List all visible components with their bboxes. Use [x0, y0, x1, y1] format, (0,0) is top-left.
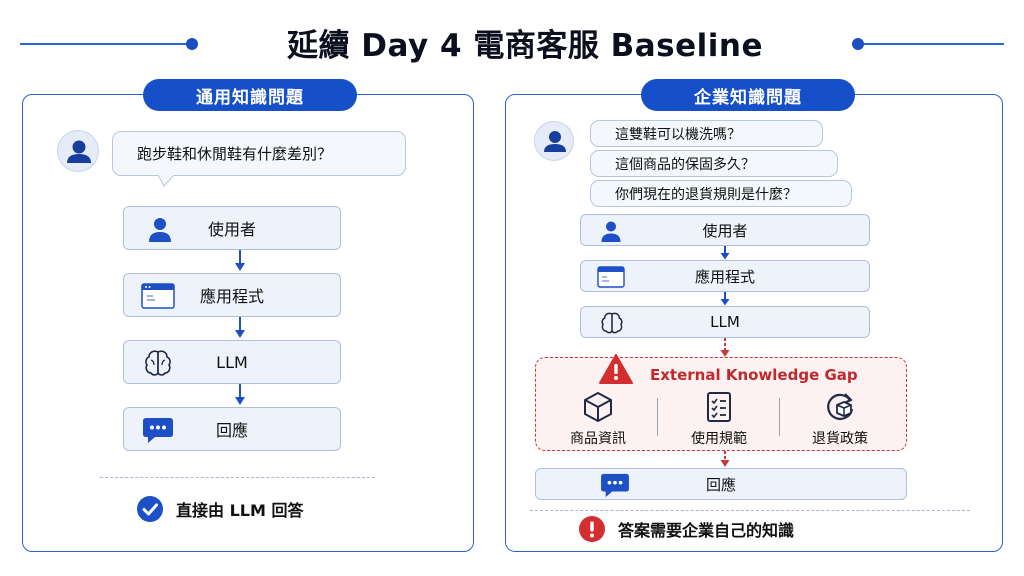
- step-user: 使用者: [580, 214, 870, 246]
- step-label: 回應: [705, 475, 736, 494]
- check-circle-icon: [137, 496, 163, 522]
- knowledge-gap-title: External Knowledge Gap: [650, 366, 858, 384]
- divider: [100, 477, 375, 478]
- step-label: LLM: [710, 313, 740, 331]
- checklist-icon: [707, 392, 731, 422]
- enterprise-footer: 答案需要企業自己的知識: [578, 515, 794, 543]
- user-avatar-icon: [534, 121, 574, 161]
- title-line-left: [20, 43, 190, 45]
- question-text: 跑步鞋和休閒鞋有什麼差別？: [137, 145, 333, 163]
- app-window-icon: [597, 266, 625, 288]
- question-text: 這個商品的保固多久？: [615, 156, 755, 173]
- step-llm: LLM: [580, 306, 870, 338]
- enterprise-knowledge-header: 企業知識問題: [641, 79, 855, 111]
- gap-divider: [779, 398, 780, 436]
- arrow-down-dashed-icon: [720, 451, 730, 467]
- gap-item-product-info: 商品資訊: [548, 390, 648, 448]
- gap-item-return-policy: 退貨政策: [790, 390, 890, 448]
- app-window-icon: [141, 283, 175, 309]
- divider: [530, 510, 970, 511]
- general-footer-text: 直接由 LLM 回答: [176, 501, 304, 520]
- return-icon: [827, 393, 854, 420]
- arrow-down-icon: [235, 250, 245, 271]
- general-footer: 直接由 LLM 回答: [136, 495, 303, 523]
- box-icon: [584, 392, 612, 422]
- question-bubble: 跑步鞋和休閒鞋有什麼差別？: [112, 131, 406, 176]
- question-bubble: 你們現在的退貨規則是什麼？: [590, 180, 852, 207]
- gap-item-usage-rules: 使用規範: [669, 390, 769, 448]
- brain-icon: [601, 312, 623, 334]
- arrow-down-dashed-icon: [720, 338, 730, 357]
- title-dot-right: [852, 38, 864, 50]
- step-user: 使用者: [123, 206, 341, 250]
- gap-item-label: 退貨政策: [812, 431, 868, 447]
- step-app: 應用程式: [123, 273, 341, 317]
- title-dot-left: [186, 38, 198, 50]
- chat-bubble-icon: [143, 418, 173, 443]
- alert-circle-icon: [579, 516, 605, 542]
- gap-item-label: 商品資訊: [570, 431, 626, 447]
- step-llm: LLM: [123, 340, 341, 384]
- step-label: 應用程式: [199, 287, 264, 306]
- warning-triangle-icon: [599, 354, 633, 384]
- step-response: 回應: [535, 468, 907, 500]
- question-text: 你們現在的退貨規則是什麼？: [615, 186, 797, 203]
- step-label: 回應: [215, 421, 248, 440]
- brain-icon: [145, 350, 171, 376]
- arrow-down-icon: [235, 317, 245, 338]
- arrow-down-icon: [720, 246, 730, 260]
- step-label: 使用者: [207, 220, 256, 239]
- bubble-tail: [158, 175, 175, 187]
- question-bubble: 這個商品的保固多久？: [590, 150, 838, 177]
- step-response: 回應: [123, 407, 341, 451]
- step-app: 應用程式: [580, 260, 870, 292]
- gap-divider: [657, 398, 658, 436]
- step-label: 使用者: [702, 221, 748, 240]
- enterprise-footer-text: 答案需要企業自己的知識: [618, 521, 795, 540]
- user-icon: [601, 221, 621, 242]
- question-bubble: 這雙鞋可以機洗嗎？: [590, 120, 823, 147]
- arrow-down-icon: [720, 292, 730, 306]
- step-label: LLM: [216, 352, 248, 372]
- title-line-right: [864, 43, 1004, 45]
- user-icon: [149, 218, 171, 242]
- page-title: 延續 Day 4 電商客服 Baseline: [286, 28, 763, 64]
- step-label: 應用程式: [694, 267, 755, 286]
- gap-item-label: 使用規範: [691, 431, 747, 447]
- question-text: 這雙鞋可以機洗嗎？: [615, 126, 741, 143]
- general-knowledge-header: 通用知識問題: [143, 79, 357, 111]
- user-avatar-icon: [57, 130, 99, 172]
- chat-bubble-icon: [601, 473, 629, 498]
- arrow-down-icon: [235, 384, 245, 405]
